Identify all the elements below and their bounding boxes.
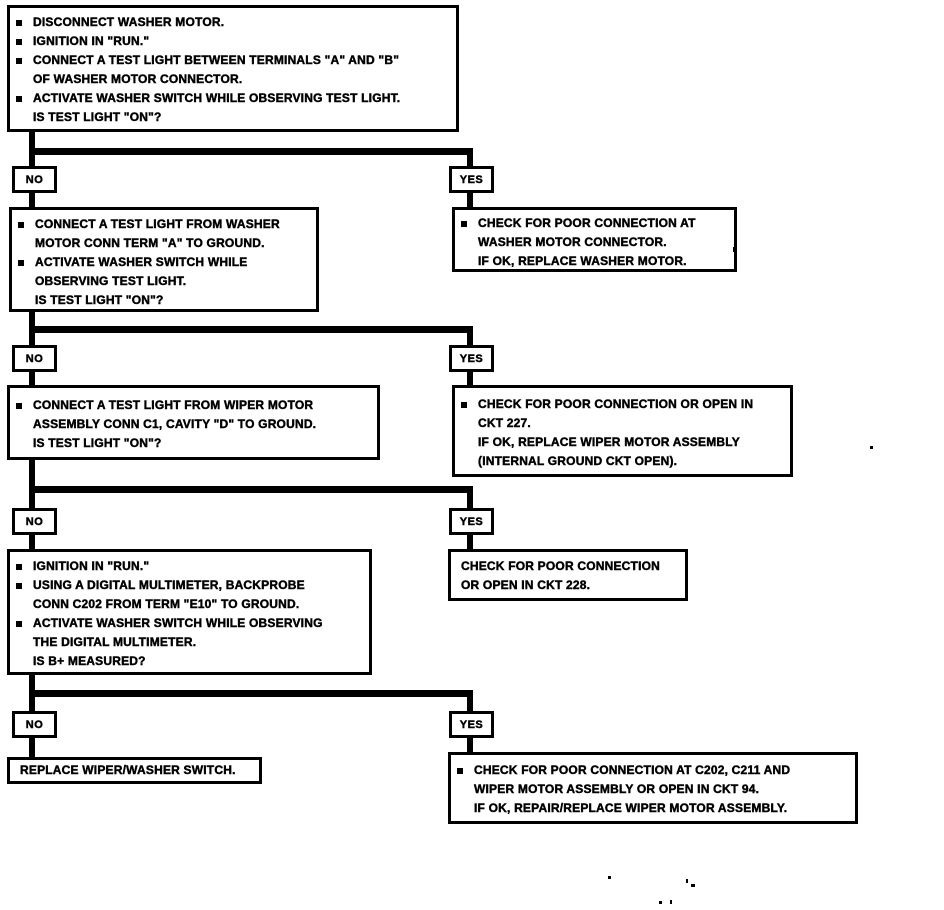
connector-line — [29, 459, 35, 508]
connector-line — [467, 690, 473, 711]
flow-line: (INTERNAL GROUND CKT OPEN). — [478, 454, 678, 468]
flow-line: CONNECT A TEST LIGHT FROM WASHER — [35, 217, 280, 231]
bullet-icon — [16, 58, 22, 64]
flow-line: CHECK FOR POOR CONNECTION — [461, 559, 661, 573]
branch-label-no-3: NO — [12, 508, 57, 535]
branch-label-no-1: NO — [12, 166, 57, 193]
connector-line — [467, 535, 473, 549]
bullet-icon — [461, 402, 467, 408]
scan-speck — [733, 247, 735, 252]
flow-box-step3: CONNECT A TEST LIGHT FROM WIPER MOTOR AS… — [7, 385, 380, 460]
connector-line — [467, 372, 473, 385]
bullet-icon — [16, 39, 22, 45]
flow-box-action4: CHECK FOR POOR CONNECTION AT C202, C211 … — [448, 752, 858, 824]
scan-speck — [670, 900, 672, 904]
bullet-icon — [16, 20, 22, 26]
flow-line: CHECK FOR POOR CONNECTION OR OPEN IN — [478, 397, 754, 411]
flow-line: ACTIVATE WASHER SWITCH WHILE OBSERVING T… — [33, 91, 401, 105]
connector-line — [467, 738, 473, 752]
flow-box-action3: CHECK FOR POOR CONNECTION OR OPEN IN CKT… — [448, 549, 688, 601]
connector-line — [29, 326, 473, 333]
connector-line — [467, 486, 473, 508]
flow-line: THE DIGITAL MULTIMETER. — [33, 635, 197, 649]
flow-line: USING A DIGITAL MULTIMETER, BACKPROBE — [33, 578, 305, 592]
connector-line — [29, 148, 473, 155]
bullet-icon — [18, 222, 24, 228]
flow-box-action1: CHECK FOR POOR CONNECTION AT WASHER MOTO… — [452, 207, 737, 272]
connector-line — [29, 486, 473, 493]
bullet-icon — [16, 564, 22, 570]
flow-line: OBSERVING TEST LIGHT. — [35, 274, 187, 288]
connector-line — [467, 326, 473, 345]
connector-line — [29, 738, 35, 757]
flow-line: CHECK FOR POOR CONNECTION AT — [478, 216, 696, 230]
scan-speck — [659, 901, 662, 904]
flow-line: CONN C202 FROM TERM "E10" TO GROUND. — [33, 597, 300, 611]
flow-line: OF WASHER MOTOR CONNECTOR. — [33, 72, 243, 86]
branch-label-no-4: NO — [12, 711, 57, 738]
branch-label-no-2: NO — [12, 345, 57, 372]
bullet-icon — [16, 403, 22, 409]
flow-box-step2: CONNECT A TEST LIGHT FROM WASHER MOTOR C… — [9, 207, 319, 312]
flow-line: IS TEST LIGHT "ON"? — [33, 436, 162, 450]
bullet-icon — [461, 221, 467, 227]
branch-label-yes-4: YES — [449, 711, 494, 738]
scan-speck — [686, 879, 688, 883]
flow-line: IS TEST LIGHT "ON"? — [33, 110, 162, 124]
connector-line — [29, 193, 35, 207]
flow-line: IS TEST LIGHT "ON"? — [35, 293, 164, 307]
scan-speck — [691, 884, 695, 887]
flow-line: WIPER MOTOR ASSEMBLY OR OPEN IN CKT 94. — [474, 782, 760, 796]
flow-line: WASHER MOTOR CONNECTOR. — [478, 235, 667, 249]
scan-speck — [870, 446, 873, 449]
flow-box-action2: CHECK FOR POOR CONNECTION OR OPEN IN CKT… — [452, 385, 793, 477]
flow-line: ACTIVATE WASHER SWITCH WHILE OBSERVING — [33, 616, 323, 630]
flow-line: OR OPEN IN CKT 228. — [461, 578, 591, 592]
flow-box-terminal-no: REPLACE WIPER/WASHER SWITCH. — [7, 757, 262, 784]
flow-line: REPLACE WIPER/WASHER SWITCH. — [20, 763, 236, 777]
bullet-icon — [16, 96, 22, 102]
flow-line: IF OK, REPLACE WASHER MOTOR. — [478, 254, 687, 268]
connector-line — [467, 148, 473, 166]
connector-line — [29, 535, 35, 549]
flow-line: IGNITION IN "RUN." — [33, 34, 150, 48]
connector-line — [467, 193, 473, 207]
branch-label-yes-2: YES — [449, 345, 494, 372]
flow-line: CONNECT A TEST LIGHT FROM WIPER MOTOR — [33, 398, 314, 412]
connector-line — [29, 372, 35, 385]
flow-box-step1: DISCONNECT WASHER MOTOR. IGNITION IN "RU… — [7, 5, 459, 132]
flow-line: IGNITION IN "RUN." — [33, 559, 150, 573]
flow-box-step4: IGNITION IN "RUN." USING A DIGITAL MULTI… — [7, 549, 372, 675]
bullet-icon — [457, 768, 463, 774]
bullet-icon — [16, 621, 22, 627]
flow-line: CKT 227. — [478, 416, 531, 430]
bullet-icon — [18, 260, 24, 266]
scan-speck — [608, 876, 611, 879]
flow-line: ACTIVATE WASHER SWITCH WHILE — [35, 255, 248, 269]
flow-line: ASSEMBLY CONN C1, CAVITY "D" TO GROUND. — [33, 417, 317, 431]
connector-line — [29, 690, 473, 697]
flow-line: MOTOR CONN TERM "A" TO GROUND. — [35, 236, 265, 250]
flow-line: IF OK, REPLACE WIPER MOTOR ASSEMBLY — [478, 435, 740, 449]
branch-label-yes-3: YES — [449, 508, 494, 535]
flow-line: CHECK FOR POOR CONNECTION AT C202, C211 … — [474, 763, 791, 777]
bullet-icon — [16, 583, 22, 589]
flow-line: DISCONNECT WASHER MOTOR. — [33, 15, 225, 29]
flow-line: IF OK, REPAIR/REPLACE WIPER MOTOR ASSEMB… — [474, 801, 788, 815]
flow-line: CONNECT A TEST LIGHT BETWEEN TERMINALS "… — [33, 53, 400, 67]
flow-line: IS B+ MEASURED? — [33, 654, 146, 668]
branch-label-yes-1: YES — [449, 166, 494, 193]
